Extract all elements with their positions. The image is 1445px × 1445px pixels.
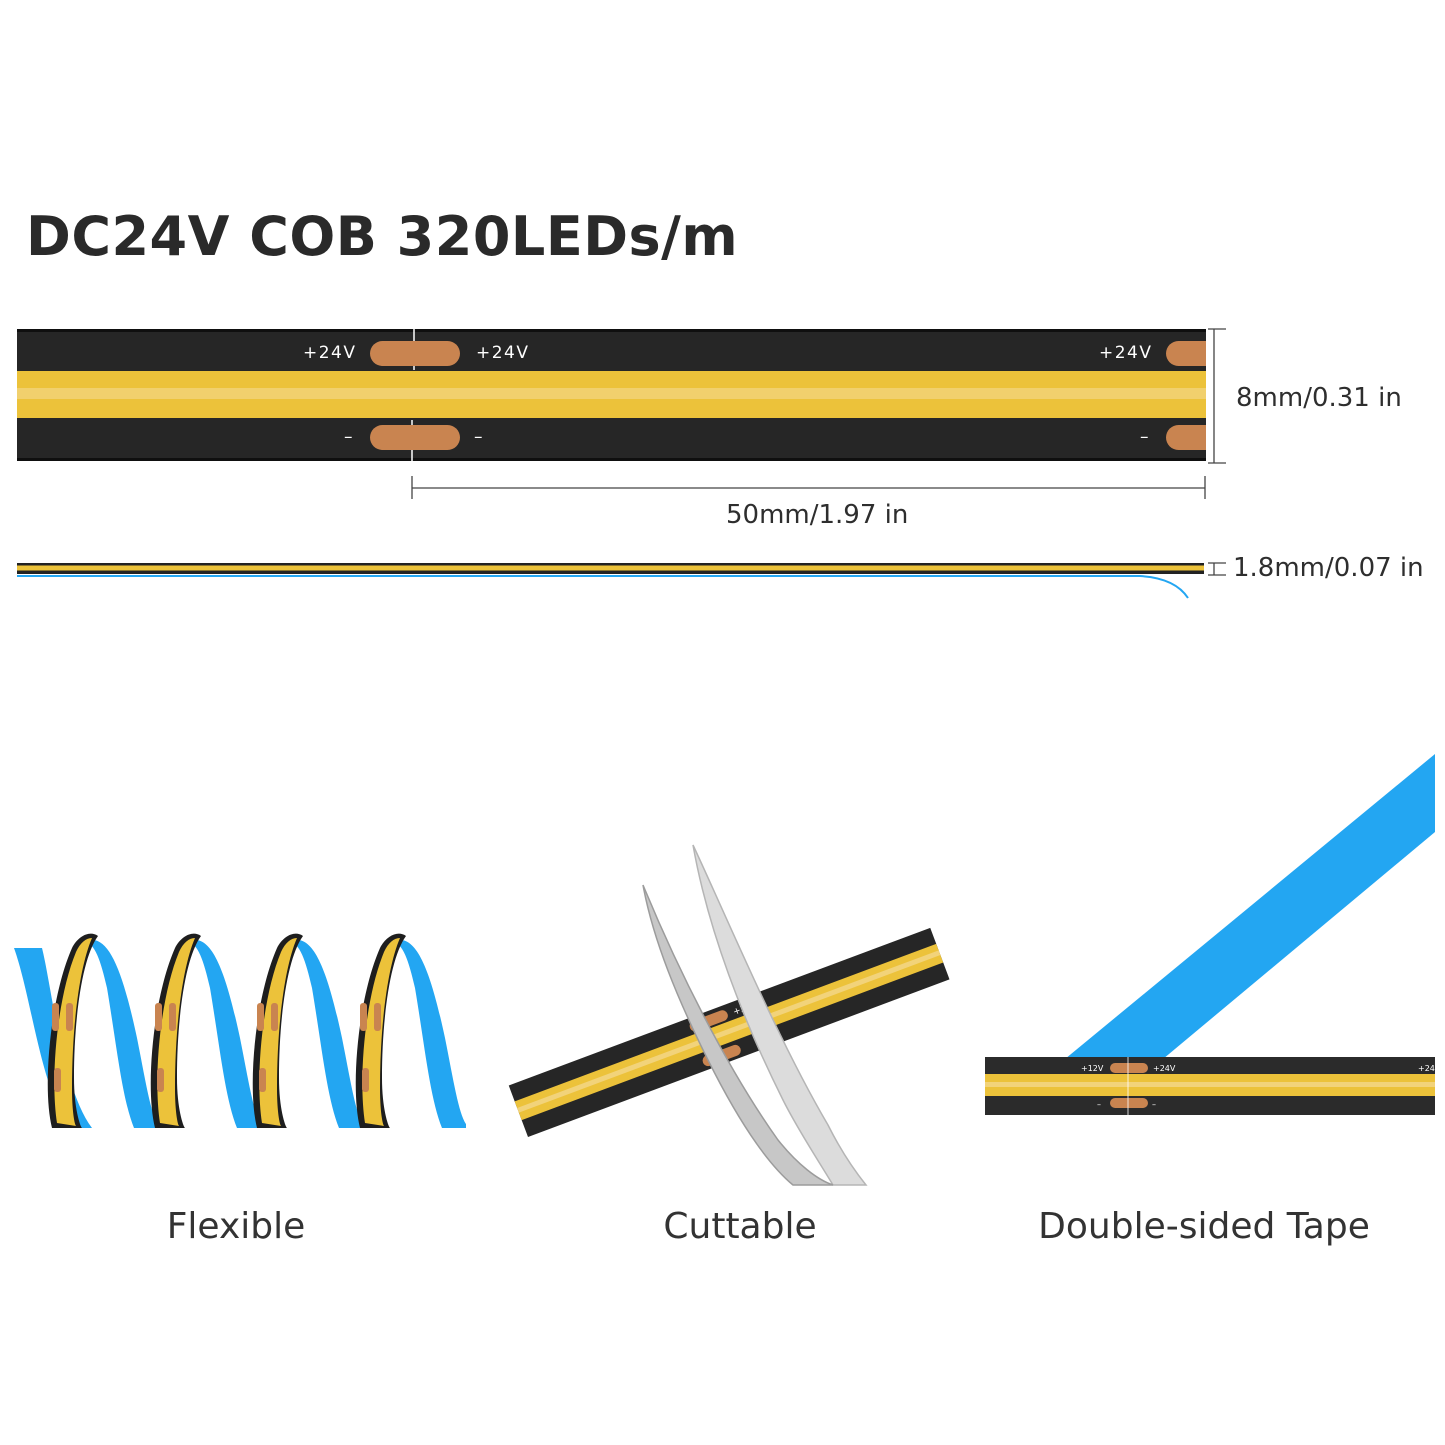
thickness-dimension: 1.8mm/0.07 in <box>1233 553 1424 583</box>
led-strip-top-view: +24V +24V +24V – – – <box>17 326 1236 499</box>
page-title: DC24V COB 320LEDs/m <box>26 205 739 268</box>
copper-pad <box>370 425 460 450</box>
width-dimension-line <box>1208 328 1226 464</box>
positive-marking: +24V <box>303 343 357 363</box>
feature-caption-cuttable: Cuttable <box>663 1206 817 1247</box>
negative-marking: – <box>344 427 353 447</box>
svg-text:–: – <box>1097 1100 1101 1109</box>
copper-pad <box>370 341 460 366</box>
led-strip-side-view <box>17 562 1226 599</box>
positive-marking-12v: +12V <box>1081 1064 1104 1073</box>
negative-marking: – <box>474 427 483 447</box>
positive-marking: +24V <box>1099 343 1153 363</box>
double-sided-tape-illustration: +12V +24V +24 – – <box>985 754 1435 1115</box>
flexible-illustration <box>14 933 466 1128</box>
positive-marking: +24V <box>476 343 530 363</box>
length-dimension: 50mm/1.97 in <box>726 500 909 530</box>
width-dimension: 8mm/0.31 in <box>1236 383 1402 413</box>
feature-caption-flexible: Flexible <box>166 1206 306 1247</box>
adhesive-backing <box>1065 754 1435 1059</box>
svg-text:–: – <box>1152 1100 1156 1109</box>
length-dimension-line <box>411 476 1206 499</box>
cuttable-illustration: +24V <box>508 844 950 1186</box>
positive-marking-24v: +24V <box>1153 1064 1176 1073</box>
scissor-blade-back <box>692 844 868 1186</box>
scissor-blade-front <box>642 884 834 1186</box>
negative-marking: – <box>1140 427 1149 447</box>
feature-caption-tape: Double-sided Tape <box>1038 1206 1370 1247</box>
positive-marking-edge: +24 <box>1418 1064 1435 1073</box>
